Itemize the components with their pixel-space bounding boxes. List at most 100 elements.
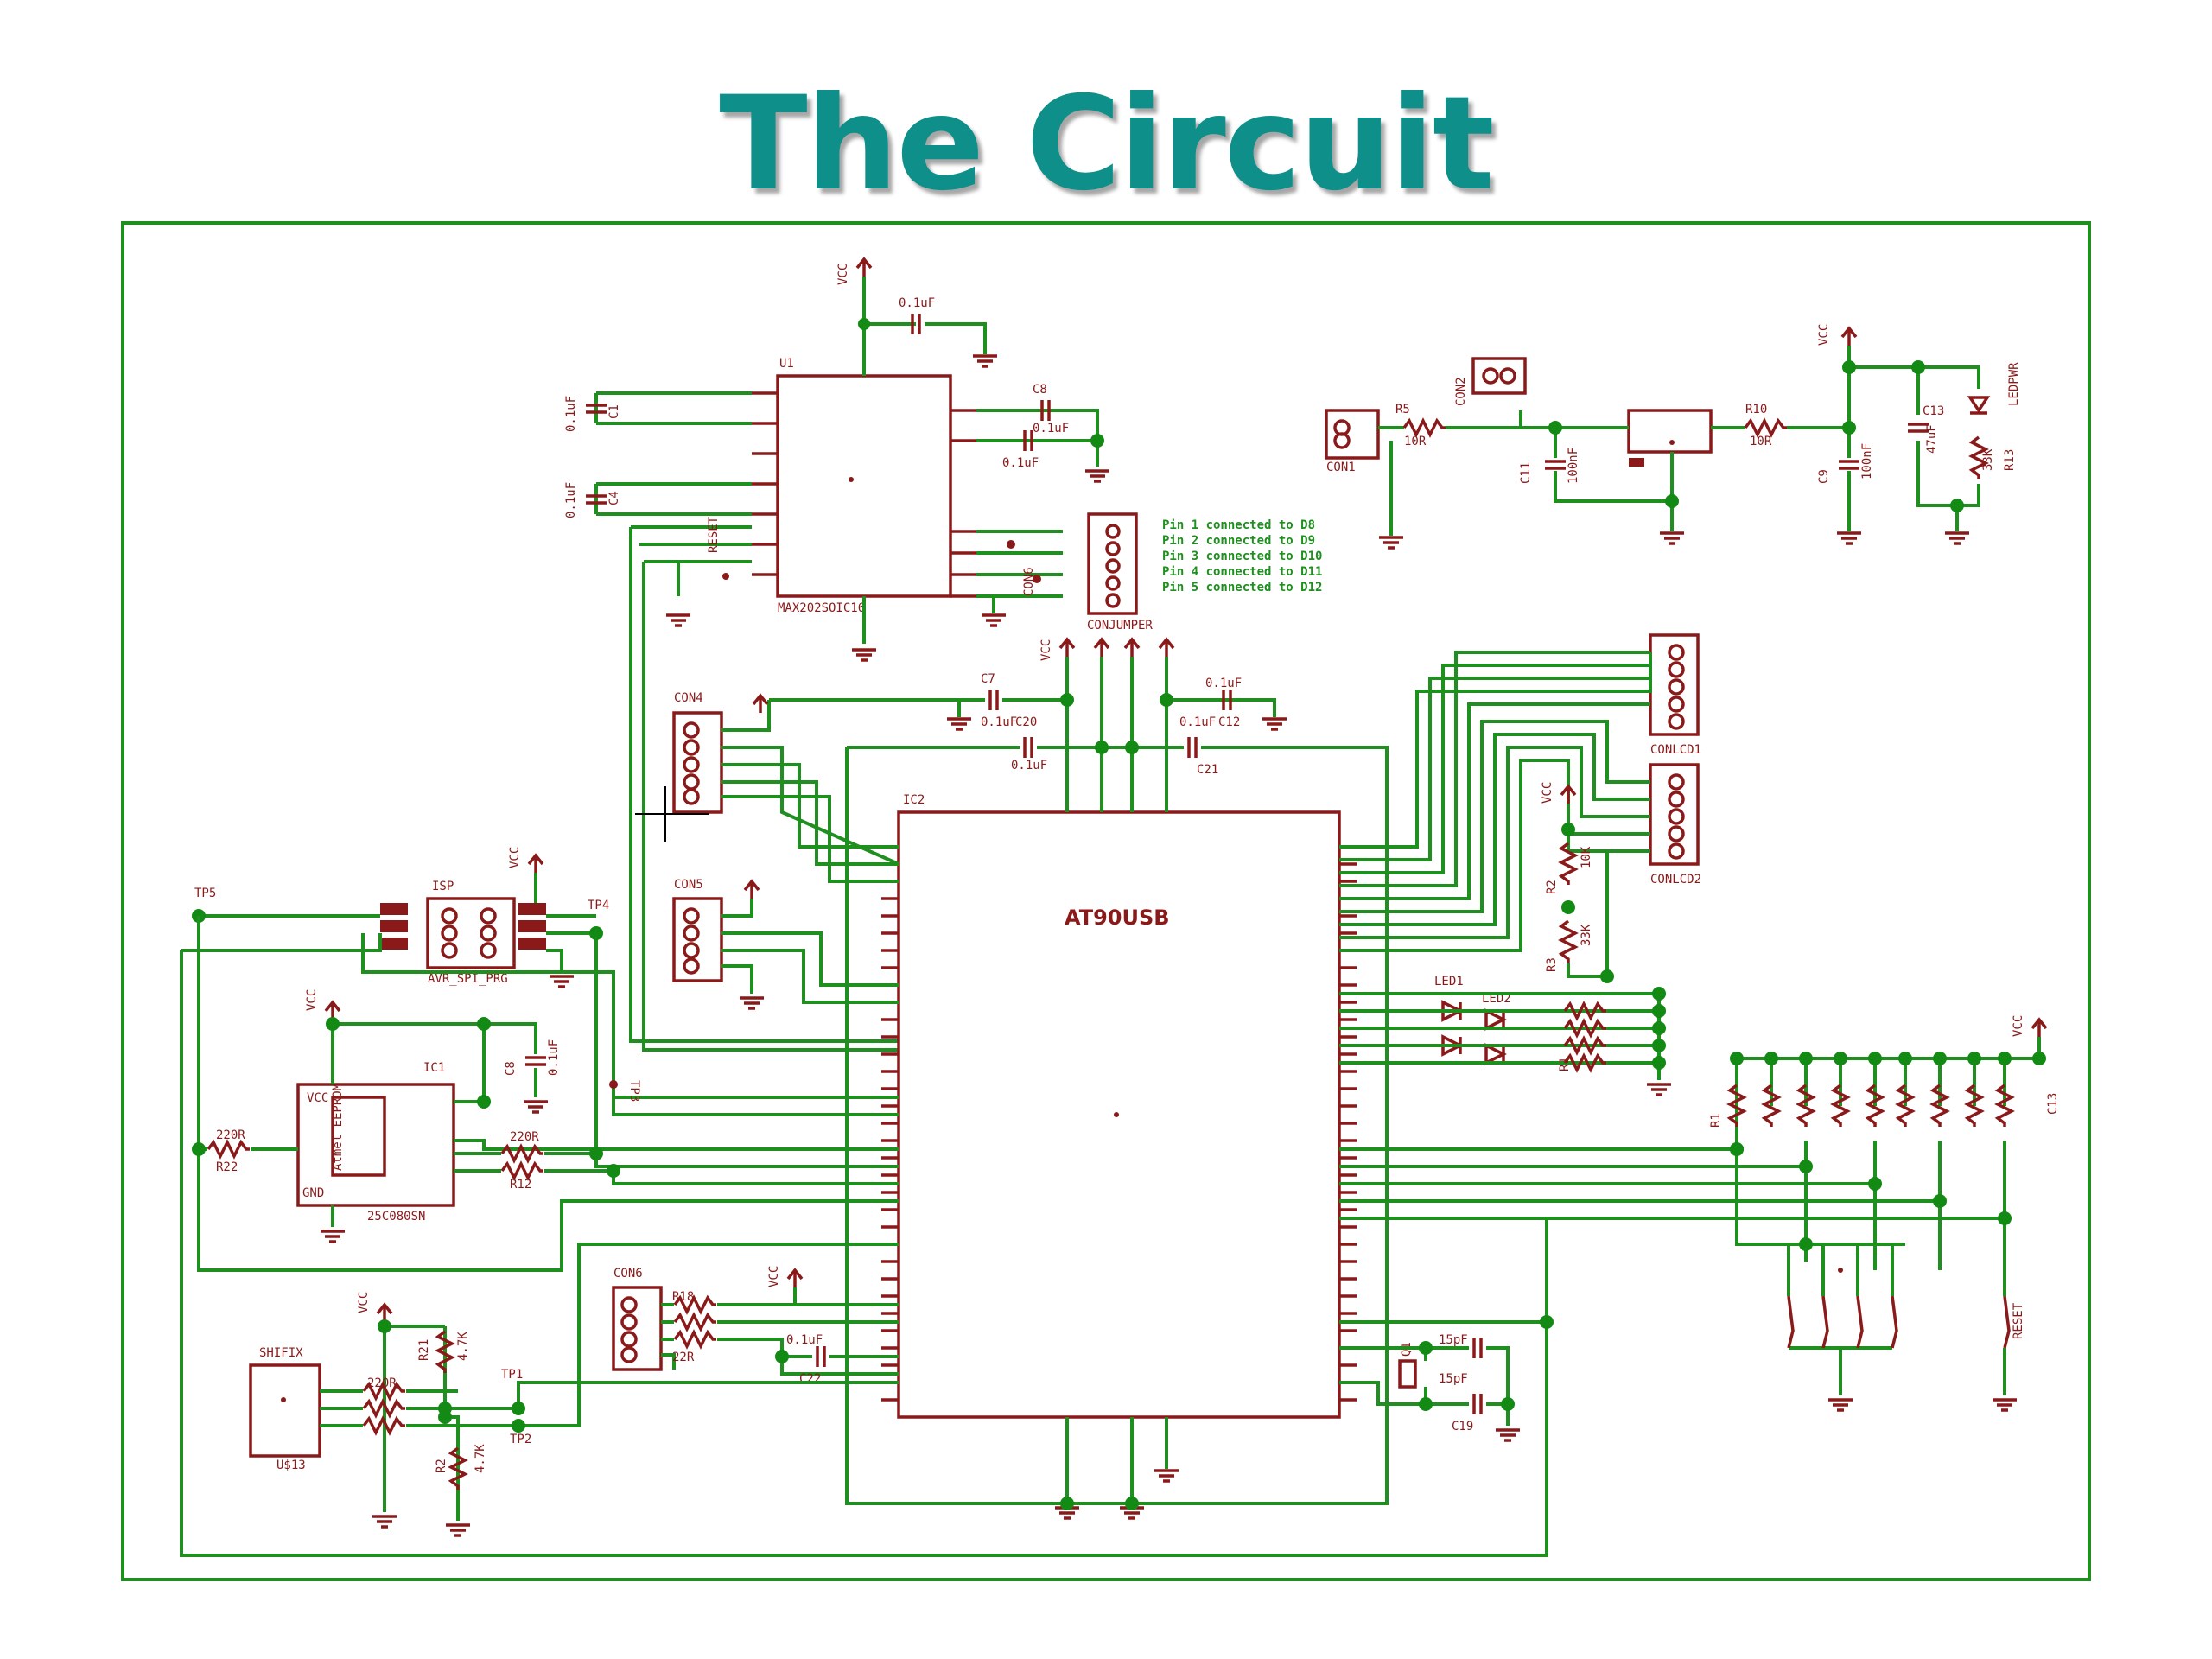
u1-max202: U1 MAX202SOIC16 bbox=[752, 357, 976, 615]
tp5-label: TP5 bbox=[194, 887, 216, 900]
r23-value: 22R bbox=[672, 1351, 695, 1364]
svg-text:Pin 4 connected to D11: Pin 4 connected to D11 bbox=[1162, 565, 1322, 579]
c19-ref: C19 bbox=[1452, 1420, 1473, 1433]
ic1-chip: Atmel EEPROM bbox=[331, 1084, 345, 1171]
c9-ref: C9 bbox=[1817, 469, 1831, 484]
c20-value: 0.1uF bbox=[1011, 759, 1047, 772]
tp2-label: TP2 bbox=[510, 1433, 531, 1446]
r3-value: 33K bbox=[1580, 924, 1593, 946]
c8-ref: C8 bbox=[1033, 383, 1047, 397]
c9b-value: 100nF bbox=[1860, 443, 1874, 480]
reset-label: RESET bbox=[707, 516, 721, 553]
conlcd2: CONLCD2 bbox=[1649, 763, 1701, 887]
r3-ref: R3 bbox=[1545, 957, 1559, 972]
c8b-ref: C8 bbox=[504, 1061, 518, 1076]
c12-value: 0.1uF bbox=[1205, 677, 1242, 690]
isp-vcc-label: VCC bbox=[508, 847, 522, 868]
tp4-label: TP4 bbox=[588, 899, 609, 912]
c8b-value: 0.1uF bbox=[547, 1039, 561, 1076]
ic2-ref: IC2 bbox=[903, 793, 925, 807]
ledpwr-label: LEDPWR bbox=[2007, 362, 2021, 406]
shifix-sensor: SHIFIX U$13 bbox=[249, 1346, 321, 1472]
leds: LED1 LED2 bbox=[1434, 975, 1511, 1065]
c13b-ref: C13 bbox=[1923, 404, 1944, 418]
conlcd1: CONLCD1 bbox=[1649, 633, 1701, 757]
u1-vcc-label: VCC bbox=[836, 264, 850, 285]
c7-ref: C7 bbox=[981, 672, 995, 686]
r10-value: 10R bbox=[1750, 435, 1772, 448]
ic2-at90usb: AT90USB IC2 bbox=[897, 793, 1341, 1419]
r10-ref: R10 bbox=[1745, 403, 1767, 416]
isp-header: ISP AVR_SPI_PRG bbox=[380, 880, 546, 986]
c12-ref: C12 bbox=[1218, 715, 1240, 729]
c13-ref: C13 bbox=[2046, 1093, 2060, 1115]
c20-ref: C20 bbox=[1015, 715, 1037, 729]
con-jumper: CONJUMPER bbox=[1087, 512, 1153, 632]
c1-value: 0.1uF bbox=[564, 396, 578, 432]
r21-ref: R21 bbox=[417, 1339, 431, 1361]
svg-text:Pin 3 connected to D10: Pin 3 connected to D10 bbox=[1162, 550, 1322, 563]
r20-ref: R2 bbox=[435, 1459, 448, 1473]
ic2-vcc-label: VCC bbox=[1039, 639, 1053, 661]
c7-value: 0.1uF bbox=[981, 715, 1017, 729]
c4-ref: C4 bbox=[607, 491, 621, 505]
c12-value2: 0.1uF bbox=[1179, 715, 1216, 729]
r2-value: 10K bbox=[1580, 846, 1593, 868]
page-title: The Circuit bbox=[719, 69, 1494, 219]
con4: CON4 bbox=[672, 691, 723, 814]
r13-ref: R13 bbox=[2003, 449, 2017, 471]
r15-value: 220R bbox=[510, 1130, 539, 1144]
r21-value: 4.7K bbox=[456, 1332, 470, 1361]
r18-ref: R18 bbox=[672, 1290, 694, 1304]
con4-label: CON4 bbox=[674, 691, 703, 705]
svg-text:Pin 2 connected to D9: Pin 2 connected to D9 bbox=[1162, 534, 1315, 548]
c4-value: 0.1uF bbox=[564, 482, 578, 518]
ic1-eeprom: VCC GND Atmel EEPROM IC1 25C080SN bbox=[296, 1061, 455, 1224]
c11-value: 100nF bbox=[1567, 448, 1580, 484]
ps-vcc-label: VCC bbox=[1817, 324, 1831, 346]
c11-ref: C11 bbox=[1519, 462, 1533, 484]
con6-vcc-label: VCC bbox=[767, 1266, 781, 1287]
r20-value: 4.7K bbox=[474, 1444, 487, 1473]
ic1-vcc-label: VCC bbox=[305, 989, 319, 1011]
tp3-label: TP3 bbox=[627, 1080, 641, 1102]
conlcd2-label: CONLCD2 bbox=[1650, 873, 1701, 887]
c19-value: 15pF bbox=[1439, 1333, 1468, 1347]
svg-text:Pin 5 connected to D12: Pin 5 connected to D12 bbox=[1162, 581, 1322, 594]
shift-ref: SHIFIX bbox=[259, 1346, 303, 1360]
jumper-notes: Pin 1 connected to D8 Pin 2 connected to… bbox=[1162, 518, 1322, 594]
u1-value: MAX202SOIC16 bbox=[778, 601, 865, 615]
c13-value: 47uF bbox=[1925, 424, 1939, 454]
con6: CON6 bbox=[612, 1267, 663, 1371]
power-supply: CON1 CON2 R5 10R R10 10R C11 100nF C9 10… bbox=[1325, 324, 2021, 484]
c3-value: 0.1uF bbox=[899, 296, 935, 310]
r13-value: 33K bbox=[1981, 448, 1995, 471]
isp-value: AVR_SPI_PRG bbox=[428, 972, 508, 986]
u1-ref: U1 bbox=[779, 357, 794, 371]
c8-value: 0.1uF bbox=[1033, 422, 1069, 435]
btn-vcc-label: VCC bbox=[2012, 1015, 2025, 1037]
c22-value: 0.1uF bbox=[786, 1333, 823, 1347]
svg-text:Pin 1 connected to D8: Pin 1 connected to D8 bbox=[1162, 518, 1315, 532]
c21-ref: C21 bbox=[1197, 763, 1218, 777]
r5-ref: R5 bbox=[1395, 403, 1410, 416]
con2-label: CON2 bbox=[1454, 377, 1468, 406]
shift-vcc-label: VCC bbox=[357, 1292, 371, 1313]
shift-r-value: 220R bbox=[367, 1376, 397, 1390]
con1-label: CON1 bbox=[1326, 461, 1356, 474]
ic1-ref: IC1 bbox=[423, 1061, 445, 1075]
ic1-value: 25C080SN bbox=[367, 1210, 425, 1224]
conlcd1-label: CONLCD1 bbox=[1650, 743, 1701, 757]
reset-button-label: RESET bbox=[2012, 1302, 2025, 1339]
led1-label: LED1 bbox=[1434, 975, 1464, 988]
r5-value: 10R bbox=[1404, 435, 1427, 448]
r22-ref: R22 bbox=[216, 1160, 238, 1174]
r12-ref: R12 bbox=[510, 1178, 531, 1192]
conjumper-label: CONJUMPER bbox=[1087, 619, 1153, 632]
isp-ref: ISP bbox=[432, 880, 454, 893]
lcd-vcc-label: VCC bbox=[1541, 782, 1554, 804]
c1-ref: C1 bbox=[607, 404, 621, 419]
con6-box-label: CON6 bbox=[613, 1267, 643, 1281]
r2-ref: R2 bbox=[1545, 880, 1559, 894]
r22-value: 220R bbox=[216, 1128, 245, 1142]
